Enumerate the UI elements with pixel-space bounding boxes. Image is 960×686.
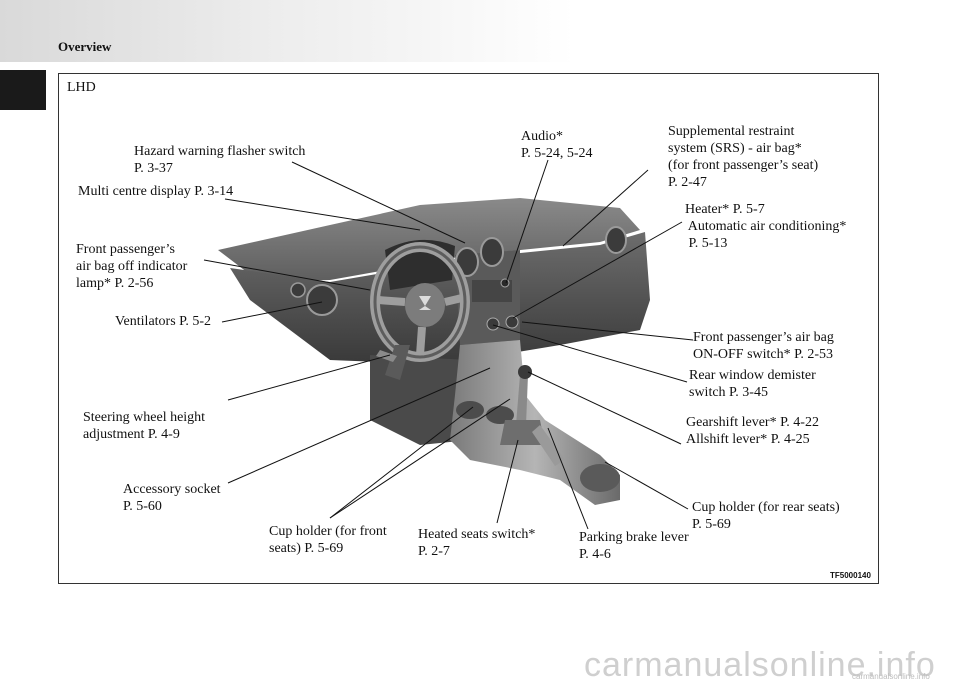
callout-audio: Audio* P. 5-24, 5-24 (521, 129, 593, 161)
callout-cup-holder-rear: Cup holder (for rear seats) P. 5-69 (692, 500, 840, 532)
leader-lines (203, 159, 694, 530)
callout-srs-airbag: Supplemental restraint system (SRS) - ai… (668, 124, 819, 190)
header-band (0, 0, 575, 62)
callout-steering-wheel-height: Steering wheel height adjustment P. 4-9 (83, 410, 206, 442)
figure-frame (58, 73, 879, 584)
callout-airbag-switch: Front passenger’s air bag ON-OFF switch*… (693, 330, 834, 362)
watermark-logo: carmanualsonline.info (584, 646, 936, 684)
right-vent (605, 226, 627, 254)
callout-heater: Heater* P. 5-7 Automatic air conditionin… (685, 202, 847, 251)
left-vent (306, 284, 338, 316)
callout-rear-demister: Rear window demister switch P. 3-45 (689, 368, 816, 400)
section-title: Overview (58, 39, 112, 54)
figure-code: TF5000140 (830, 571, 871, 580)
callout-ventilators: Ventilators P. 5-2 (115, 314, 212, 329)
callout-cup-holder-front: Cup holder (for front seats) P. 5-69 (269, 524, 387, 556)
callout-heated-seats: Heated seats switch* P. 2-7 (418, 527, 536, 559)
callout-accessory-socket: Accessory socket P. 5-60 (123, 482, 221, 514)
section-tab (0, 70, 46, 110)
callout-hazard-flasher: Hazard warning flasher switch P. 3-37 (134, 144, 306, 176)
callout-gearshift: Gearshift lever* P. 4-22 Allshift lever*… (686, 415, 819, 447)
callout-parking-brake: Parking brake lever P. 4-6 (579, 530, 689, 562)
watermark-small: carmanualsonline.info (852, 672, 930, 681)
dashboard-top (218, 198, 640, 282)
callout-multi-centre-display: Multi centre display P. 3-14 (78, 184, 234, 199)
center-vent-right (480, 237, 504, 267)
callout-passenger-airbag-lamp: Front passenger’s air bag off indicator … (76, 242, 188, 291)
steering-wheel (370, 242, 470, 362)
drive-label: LHD (67, 80, 96, 95)
